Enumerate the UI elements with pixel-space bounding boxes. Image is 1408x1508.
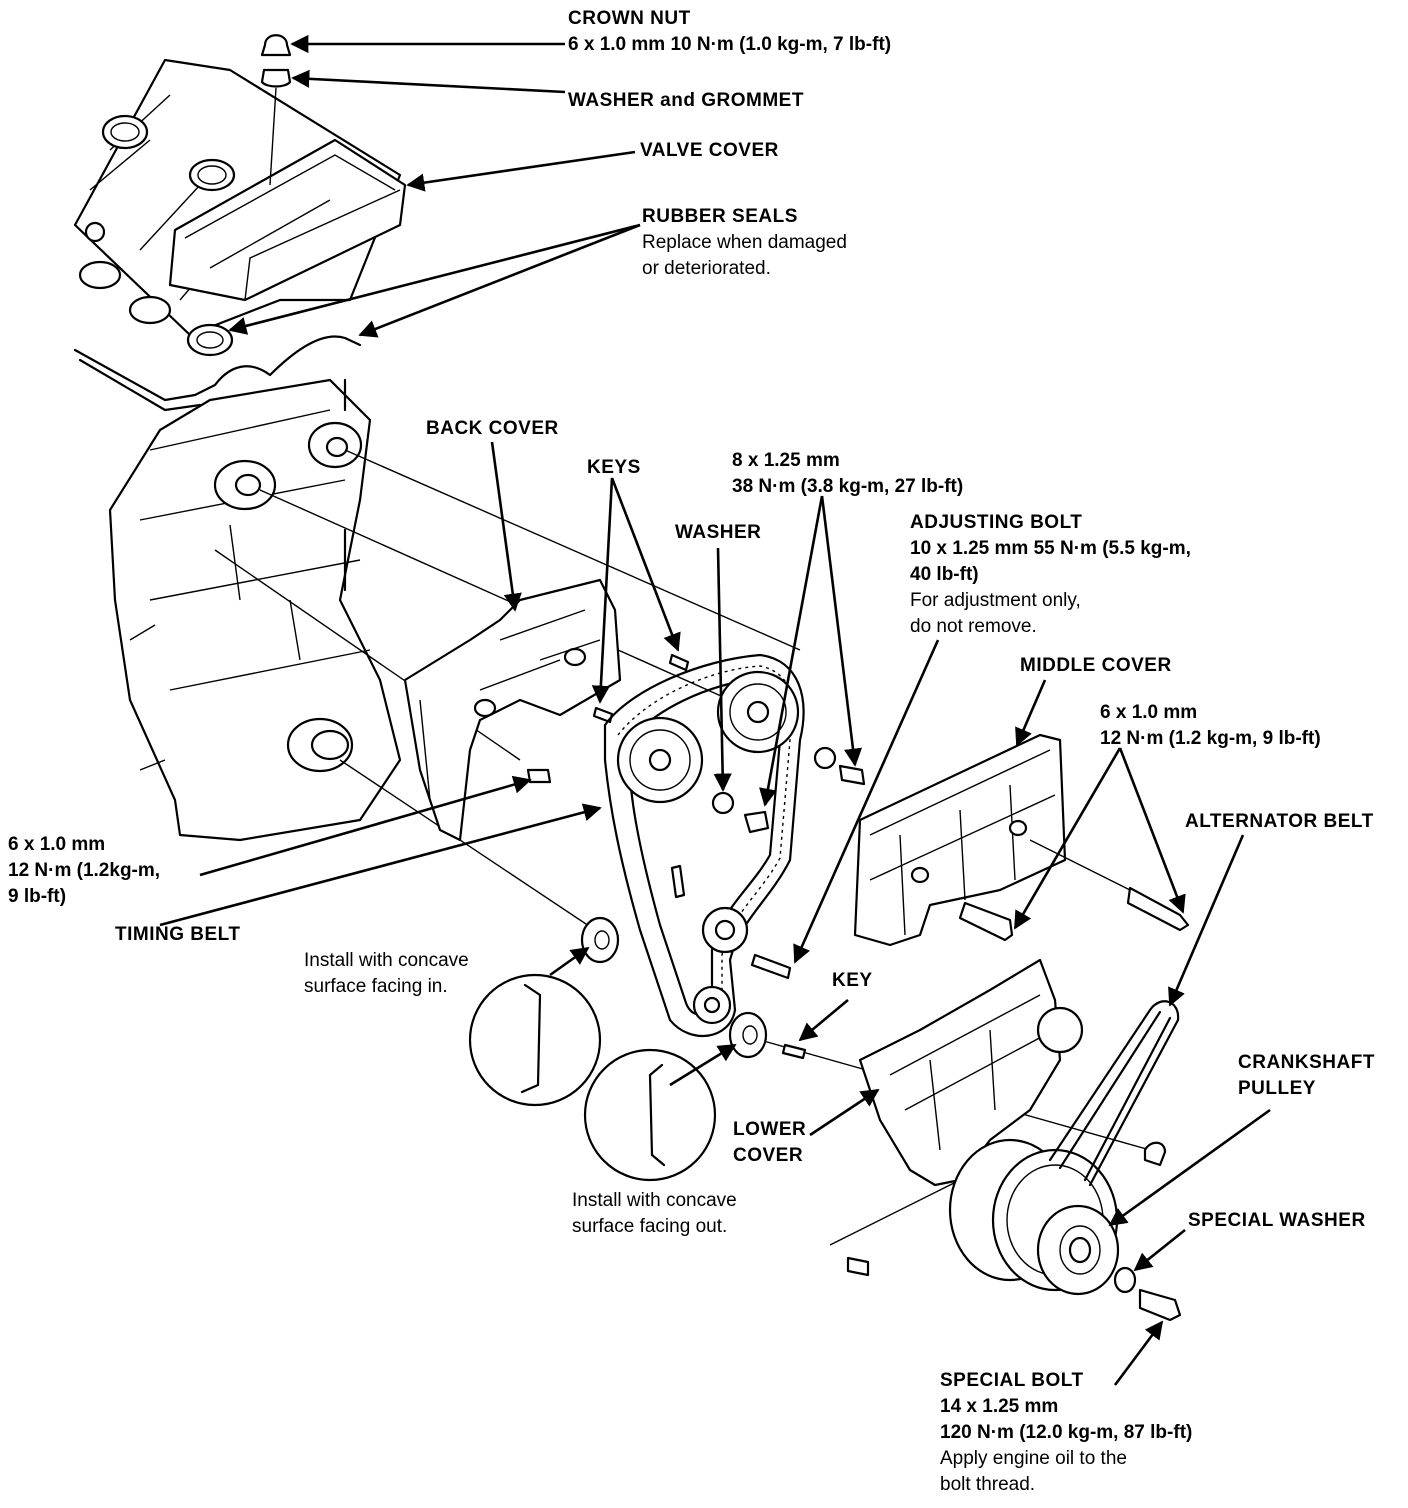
valve-cover <box>168 138 407 302</box>
install-in-line2: surface facing in. <box>304 976 448 997</box>
rubber-seals-title: RUBBER SEALS <box>642 206 798 227</box>
crown-nut-title: CROWN NUT <box>568 8 691 29</box>
special-bolt-line3: Apply engine oil to the <box>940 1448 1127 1469</box>
label-washer: WASHER <box>675 520 761 546</box>
label-special-bolt: SPECIAL BOLT 14 x 1.25 mm 120 N·m (12.0 … <box>940 1368 1192 1498</box>
install-out-line2: surface facing out. <box>572 1216 728 1237</box>
pulley-key <box>1143 1141 1167 1167</box>
label-adjusting-bolt: ADJUSTING BOLT 10 x 1.25 mm 55 N·m (5.5 … <box>910 510 1191 640</box>
cylinder-head-top <box>73 58 402 357</box>
lower-cover <box>858 958 1084 1187</box>
adjusting-bolt-line1: 10 x 1.25 mm 55 N·m (5.5 kg-m, <box>910 538 1191 559</box>
middle-cover <box>853 733 1067 947</box>
adjusting-bolt-line3: For adjustment only, <box>910 590 1081 611</box>
special-bolt-title: SPECIAL BOLT <box>940 1370 1084 1391</box>
crankshaft-pulley-line1: CRANKSHAFT <box>1238 1052 1375 1073</box>
middle-bolt-line2: 12 N·m (1.2 kg-m, 9 lb-ft) <box>1100 728 1321 749</box>
back-bolt-line3: 9 lb-ft) <box>8 886 67 907</box>
back-cover-title: BACK COVER <box>426 418 559 439</box>
middle-bolt-line1: 6 x 1.0 mm <box>1100 702 1198 723</box>
adjusting-bolt-title: ADJUSTING BOLT <box>910 512 1083 533</box>
install-out-line1: Install with concave <box>572 1190 737 1211</box>
washer-detail-out <box>583 1048 717 1182</box>
crankshaft-pulley <box>948 1138 1120 1296</box>
alternator-belt-title: ALTERNATOR BELT <box>1185 811 1374 832</box>
label-install-out: Install with concave surface facing out. <box>572 1188 737 1240</box>
crankshaft-pulley-line2: PULLEY <box>1238 1078 1316 1099</box>
label-timing-belt: TIMING BELT <box>115 922 240 948</box>
label-lower-cover: LOWER COVER <box>733 1117 806 1169</box>
timing-belt-title: TIMING BELT <box>115 924 241 945</box>
special-bolt <box>1138 1288 1182 1322</box>
special-bolt-line1: 14 x 1.25 mm <box>940 1396 1059 1417</box>
washer-detail-in <box>468 973 602 1107</box>
tensioner-pulley <box>670 864 749 1025</box>
keys-title: KEYS <box>587 457 641 478</box>
special-bolt-line2: 120 N·m (12.0 kg-m, 87 lb-ft) <box>940 1422 1193 1443</box>
label-keys: KEYS <box>587 455 641 481</box>
crank-washers <box>580 916 768 1059</box>
special-washer <box>1113 1266 1137 1294</box>
label-crown-nut: CROWN NUT 6 x 1.0 mm 10 N·m (1.0 kg-m, 7… <box>568 6 891 58</box>
rubber-seals-line2: or deteriorated. <box>642 258 771 279</box>
middle-cover-bolts <box>958 839 1190 942</box>
label-cam-bolt: 8 x 1.25 mm 38 N·m (3.8 kg-m, 27 lb-ft) <box>732 448 963 500</box>
cam-bolt-line1: 8 x 1.25 mm <box>732 450 840 471</box>
leader-arrows <box>159 34 1271 1386</box>
cam-bolts <box>711 746 866 980</box>
label-washer-grommet: WASHER and GROMMET <box>568 88 804 114</box>
label-back-bolt: 6 x 1.0 mm 12 N·m (1.2kg-m, 9 lb-ft) <box>8 832 160 910</box>
special-washer-title: SPECIAL WASHER <box>1188 1210 1366 1231</box>
middle-cover-title: MIDDLE COVER <box>1020 655 1172 676</box>
label-back-cover: BACK COVER <box>426 416 559 442</box>
valve-cover-title: VALVE COVER <box>640 140 779 161</box>
washer-title: WASHER <box>675 522 762 543</box>
label-rubber-seals: RUBBER SEALS Replace when damaged or det… <box>642 204 847 282</box>
label-special-washer: SPECIAL WASHER <box>1188 1208 1366 1234</box>
lower-cover-line1: LOWER <box>733 1119 807 1140</box>
label-key: KEY <box>832 968 873 994</box>
key-title: KEY <box>832 970 873 991</box>
label-alternator-belt: ALTERNATOR BELT <box>1185 809 1374 835</box>
small-fasteners <box>526 653 870 1277</box>
install-in-line1: Install with concave <box>304 950 469 971</box>
label-valve-cover: VALVE COVER <box>640 138 779 164</box>
back-bolt-line2: 12 N·m (1.2kg-m, <box>8 860 161 881</box>
crown-nut-spec: 6 x 1.0 mm 10 N·m (1.0 kg-m, 7 lb-ft) <box>568 34 892 55</box>
label-install-in: Install with concave surface facing in. <box>304 948 469 1000</box>
rubber-seals-line1: Replace when damaged <box>642 232 847 253</box>
back-cover <box>403 578 622 842</box>
lower-cover-line2: COVER <box>733 1145 804 1166</box>
washer-grommet-title: WASHER and GROMMET <box>568 90 804 111</box>
label-middle-bolt: 6 x 1.0 mm 12 N·m (1.2 kg-m, 9 lb-ft) <box>1100 700 1321 752</box>
adjusting-bolt-line4: do not remove. <box>910 616 1037 637</box>
adjusting-bolt-line2: 40 lb-ft) <box>910 564 979 585</box>
crown-nut <box>260 34 292 186</box>
cam-bolt-line2: 38 N·m (3.8 kg-m, 27 lb-ft) <box>732 476 964 497</box>
back-bolt-line1: 6 x 1.0 mm <box>8 834 106 855</box>
special-bolt-line4: bolt thread. <box>940 1474 1036 1495</box>
engine-block <box>108 378 402 842</box>
label-crankshaft-pulley: CRANKSHAFT PULLEY <box>1238 1050 1375 1102</box>
label-middle-cover: MIDDLE COVER <box>1020 653 1172 679</box>
valve-cover-gasket <box>73 335 362 412</box>
